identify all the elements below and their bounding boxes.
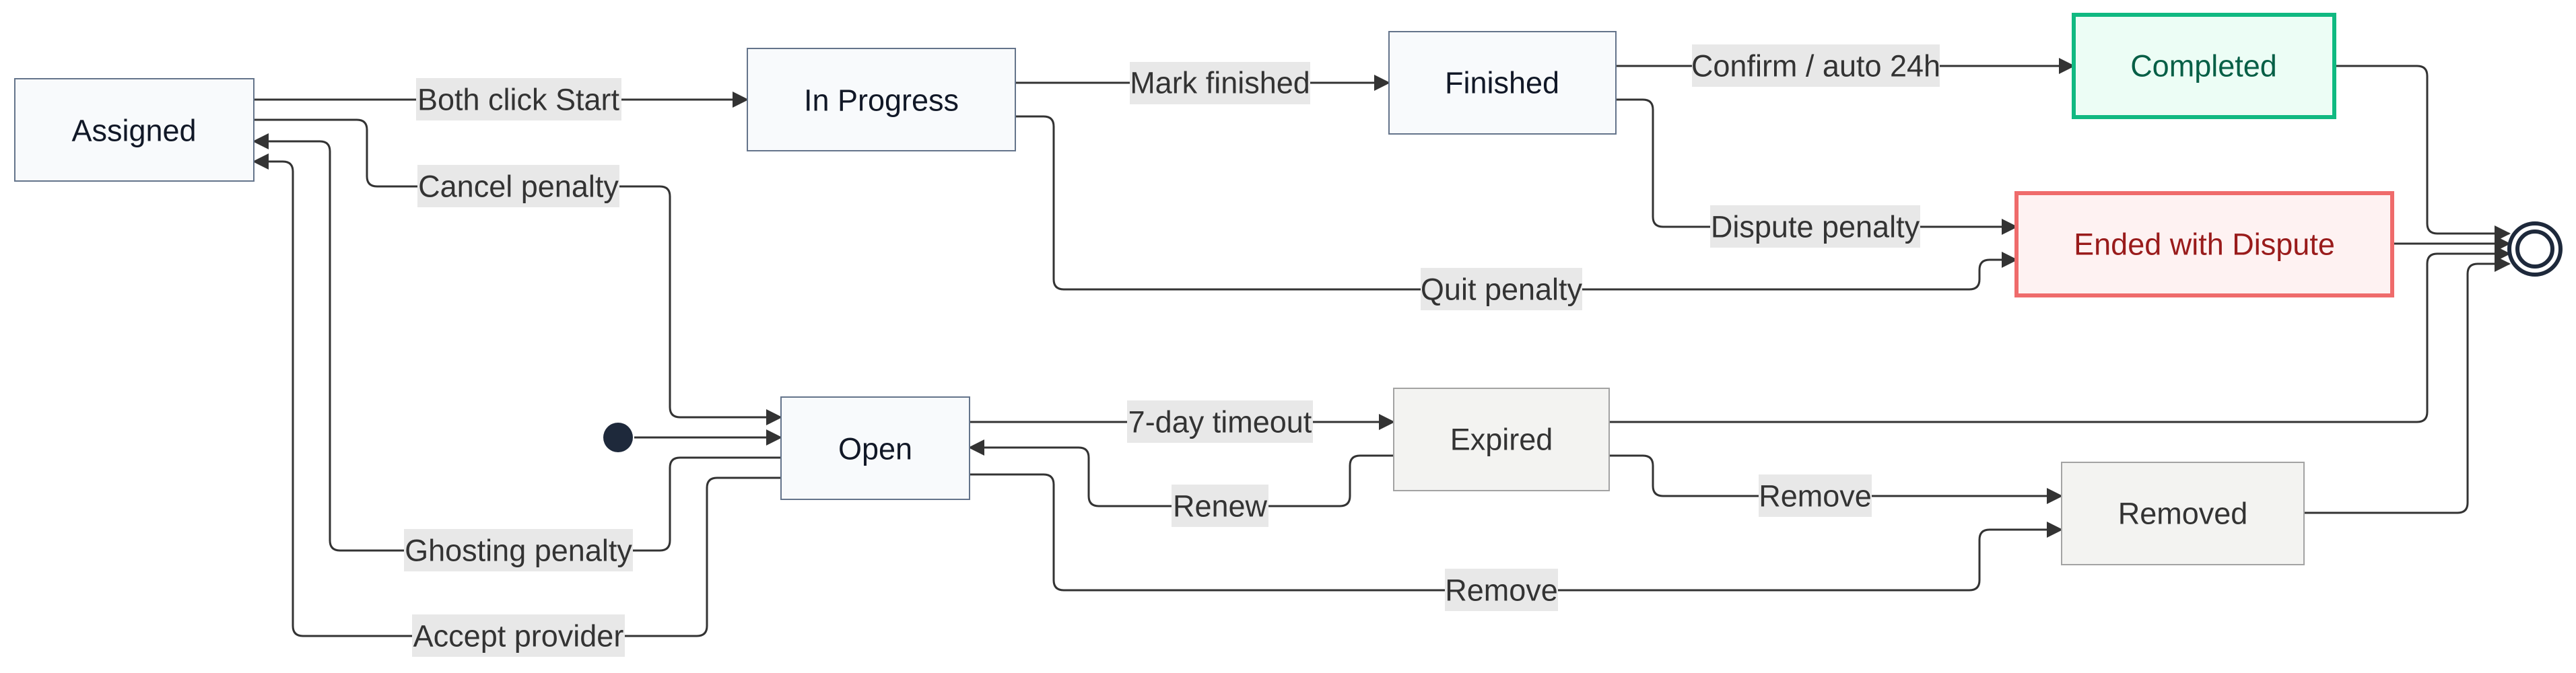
svg-text:Expired: Expired [1450, 423, 1553, 457]
svg-text:Ghosting penalty: Ghosting penalty [405, 534, 632, 568]
edge-remove-from-expired [1609, 454, 2063, 504]
svg-text:Open: Open [838, 432, 912, 466]
state-ended-with-dispute[interactable]: Ended with Dispute [2014, 191, 2394, 297]
svg-text:Assigned: Assigned [71, 114, 196, 148]
edge-quit-penalty [1015, 115, 2018, 291]
svg-text:Removed: Removed [2118, 497, 2248, 531]
edge-removed-end [2304, 256, 2511, 514]
edge-expired-end [1609, 246, 2511, 423]
svg-text:Renew: Renew [1173, 489, 1268, 524]
label-quit-penalty: Quit penalty [1421, 268, 1583, 310]
state-in-progress[interactable]: In Progress [747, 48, 1016, 151]
state-completed[interactable]: Completed [2072, 13, 2336, 119]
state-open[interactable]: Open [780, 396, 970, 500]
initial-state-dot [603, 423, 633, 452]
final-state [2507, 221, 2563, 277]
svg-text:Ended with Dispute: Ended with Dispute [2074, 227, 2335, 262]
svg-text:7-day timeout: 7-day timeout [1128, 405, 1312, 439]
label-mark-finished: Mark finished [1130, 62, 1310, 104]
svg-text:Remove: Remove [1445, 573, 1558, 608]
label-ghosting-penalty: Ghosting penalty [404, 529, 633, 571]
edge-cancel-penalty [254, 118, 782, 425]
label-remove-from-expired: Remove [1759, 474, 1872, 517]
svg-text:Both click Start: Both click Start [417, 83, 620, 117]
state-finished[interactable]: Finished [1388, 31, 1617, 135]
svg-text:Remove: Remove [1759, 479, 1872, 513]
svg-text:Mark finished: Mark finished [1130, 66, 1310, 100]
svg-text:In Progress: In Progress [804, 83, 959, 118]
label-both-click-start: Both click Start [416, 78, 621, 120]
transition-labels: Both click Start Cancel penalty Mark fin… [404, 44, 1940, 657]
svg-text:Finished: Finished [1445, 66, 1559, 100]
label-seven-day-timeout: 7-day timeout [1127, 400, 1313, 443]
label-confirm-auto: Confirm / auto 24h [1691, 44, 1940, 87]
label-dispute-penalty: Dispute penalty [1710, 205, 1920, 248]
svg-text:Quit penalty: Quit penalty [1421, 273, 1583, 307]
svg-text:Completed: Completed [2130, 49, 2277, 83]
label-remove-from-open: Remove [1445, 569, 1558, 611]
state-removed[interactable]: Removed [2061, 462, 2305, 565]
label-cancel-penalty: Cancel penalty [417, 165, 619, 207]
edge-dispute-penalty [1616, 98, 2018, 235]
edge-completed-end [2334, 65, 2511, 242]
svg-text:Dispute penalty: Dispute penalty [1711, 210, 1920, 244]
state-assigned[interactable]: Assigned [14, 78, 255, 182]
state-expired[interactable]: Expired [1393, 388, 1610, 491]
svg-text:Confirm / auto 24h: Confirm / auto 24h [1691, 49, 1940, 83]
svg-text:Accept provider: Accept provider [413, 619, 624, 653]
label-renew: Renew [1172, 485, 1268, 527]
states: Assigned In Progress Finished Completed … [14, 13, 2563, 565]
svg-text:Cancel penalty: Cancel penalty [418, 170, 619, 204]
label-accept-provider: Accept provider [412, 614, 625, 657]
